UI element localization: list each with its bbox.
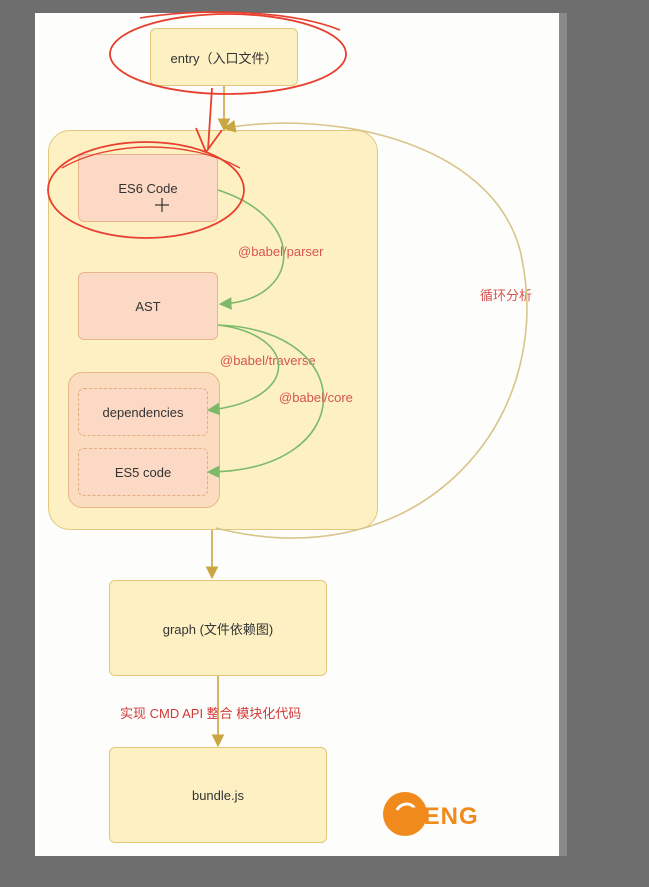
ast-node: AST — [78, 272, 218, 340]
es6-annotation-scribble — [61, 146, 241, 169]
bundle-label: bundle.js — [191, 787, 245, 803]
loop-arrow — [215, 120, 528, 539]
es5-code-node: ES5 code — [78, 448, 208, 496]
es6-code-label: ES6 Code — [118, 180, 178, 196]
entry-node: entry（入口文件） — [150, 28, 298, 86]
ast-label: AST — [135, 298, 161, 314]
graph-node: graph (文件依赖图) — [109, 580, 327, 676]
graph-label: graph (文件依赖图) — [162, 621, 274, 637]
feng-logo-icon — [383, 792, 427, 836]
entry-annotation-scribble — [139, 11, 341, 31]
cursor-icon — [155, 198, 169, 212]
es6-annotation-circle — [47, 141, 245, 239]
core-edge-label: @babel/core — [279, 390, 353, 405]
annotation-arrow — [195, 87, 223, 154]
loop-edge-label: 循环分析 — [480, 288, 533, 303]
dependencies-node: dependencies — [78, 388, 208, 436]
parser-arrow — [217, 189, 285, 310]
parser-edge-label: @babel/parser — [238, 244, 324, 259]
cmd-edge-label: 实现 CMD API 整合 模块化代码 — [120, 706, 302, 721]
bundle-node: bundle.js — [109, 747, 327, 843]
entry-annotation-circle — [109, 13, 347, 95]
scrollbar-track — [559, 13, 567, 856]
traverse-edge-label: @babel/traverse — [220, 353, 316, 368]
es6-code-node: ES6 Code — [78, 154, 218, 222]
traverse-arrow — [206, 324, 280, 416]
entry-label: entry（入口文件） — [170, 50, 278, 66]
es5-code-label: ES5 code — [114, 464, 172, 480]
logo-text: FENG — [408, 803, 479, 830]
core-arrow — [206, 324, 325, 479]
dependencies-label: dependencies — [102, 404, 184, 420]
